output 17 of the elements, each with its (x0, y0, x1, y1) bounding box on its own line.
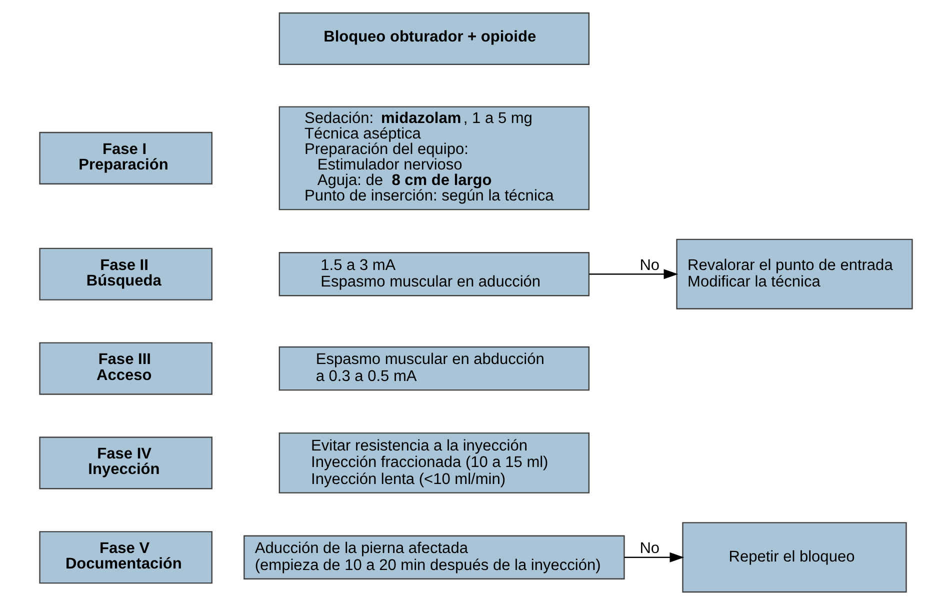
node-box: Aducción de la pierna afectada (empieza de 10 a 20 min después de la inyección) (244, 535, 625, 580)
arrow (589, 269, 678, 280)
node-box: 1.5 a 3 mA Espasmo muscular en aducción (278, 252, 590, 296)
edge-label: No (640, 540, 660, 558)
node-box: Fase I Preparación (39, 132, 212, 184)
node-box: Fase V Documentación (39, 531, 212, 584)
node-box: Repetir el bloqueo (682, 522, 907, 593)
node-box: Sedación: midazolam, 1 a 5 mg Técnica aséptica Preparación del equipo: Estimulador nervioso Aguja: de 8 cm de largo Punto de inserción: según la técnica (278, 106, 590, 210)
node-box: Fase III Acceso (39, 342, 212, 395)
node-box: Espasmo muscular en abducción a 0.3 a 0.5 mA (278, 346, 590, 391)
node-box: Evitar resistencia a la inyección Inyección fraccionada (10 a 15 ml) Inyección lenta (<10 ml/min) (278, 432, 590, 494)
edge-label: No (640, 256, 660, 274)
node-box: Revalorar el punto de entrada Modificar la técnica (676, 238, 913, 310)
arrow (624, 552, 684, 562)
node-box: Fase II Búsqueda (39, 248, 212, 300)
node-box: Fase IV Inyección (39, 436, 212, 490)
node-box: Bloqueo obturador + opioide (278, 12, 590, 65)
